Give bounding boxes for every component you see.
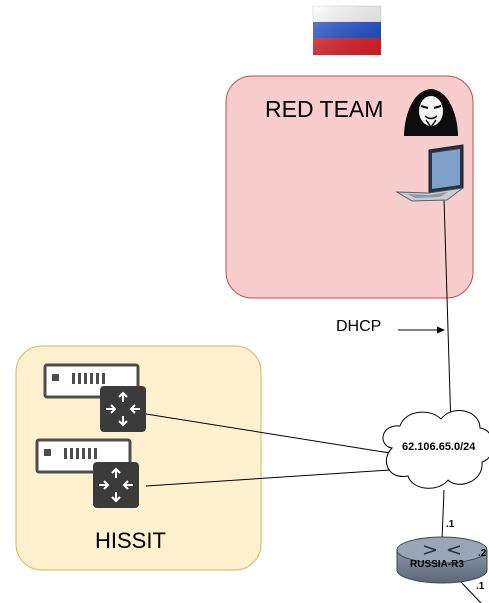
router2-to-cloud-link — [145, 469, 391, 487]
russia-r3-lower-link — [458, 579, 482, 603]
cloud-icon — [382, 410, 489, 489]
laptop-icon — [395, 144, 464, 202]
router1-to-cloud-link — [145, 413, 391, 454]
dhcp-label: DHCP — [336, 318, 382, 335]
dhcp-arrow — [398, 326, 445, 334]
hacker-icon — [404, 89, 458, 136]
cloud-to-russia-r3-link — [441, 489, 445, 541]
russia-flag-icon — [312, 5, 382, 55]
cloud-subnet-label: 62.106.65.0/24 — [402, 441, 476, 453]
russia-r3-router-icon — [396, 536, 488, 584]
hissit-label: HISSIT — [95, 528, 166, 553]
connections — [145, 197, 482, 603]
laptop-to-cloud-link — [443, 197, 452, 429]
russia-r3-top-port-label: .1 — [446, 519, 455, 530]
russia-r3-bottom-port-label: .1 — [476, 581, 485, 592]
russia-r3-right-port-label: .2 — [478, 548, 487, 559]
hissit-zone — [15, 345, 262, 571]
russia-r3-label: RUSSIA-R3 — [410, 559, 464, 570]
red-team-label: RED TEAM — [265, 96, 384, 122]
router-icon — [100, 386, 146, 432]
router-icon — [93, 462, 139, 508]
